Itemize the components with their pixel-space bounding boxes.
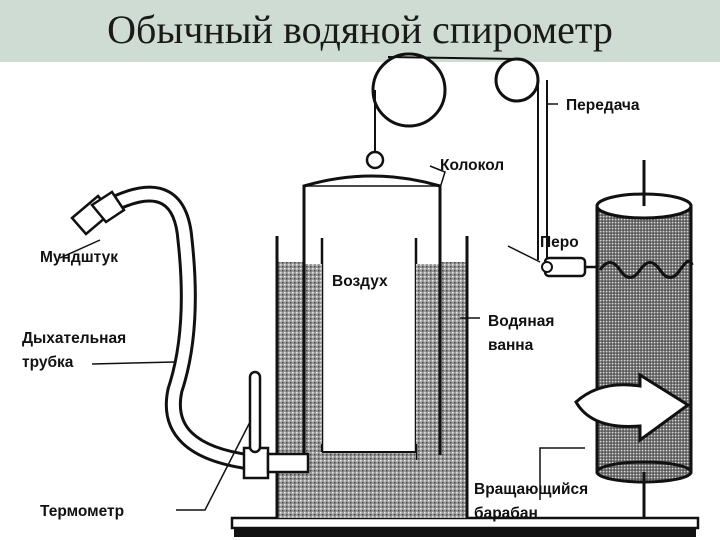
title-band [0,0,720,62]
water-bath [275,175,469,518]
label-water-bath-line2: ванна [488,337,534,354]
label-drum-line2: барабан [474,505,538,522]
label-breathing-tube-line1: Дыхательная [22,330,126,347]
page-title: Обычный водяной спирометр [107,7,613,52]
pen [541,256,596,278]
leader-lines [59,103,585,511]
label-pen: Перо [540,234,579,251]
label-breathing-tube-line2: трубка [22,354,74,371]
label-drum-line1: Вращающийся [474,481,588,498]
label-bell: Колокол [440,157,504,174]
label-mouthpiece: Мундштук [40,249,118,266]
drum [574,160,694,518]
pulleys [371,52,548,260]
label-thermometer: Термометр [40,503,124,520]
breathing-tube [114,185,310,480]
label-air: Воздух [332,273,388,290]
mouthpiece [70,190,126,236]
label-water-bath-line1: Водяная [488,313,554,330]
base-platform [230,516,700,537]
thermometer [248,370,262,454]
label-transmission: Передача [566,97,640,114]
